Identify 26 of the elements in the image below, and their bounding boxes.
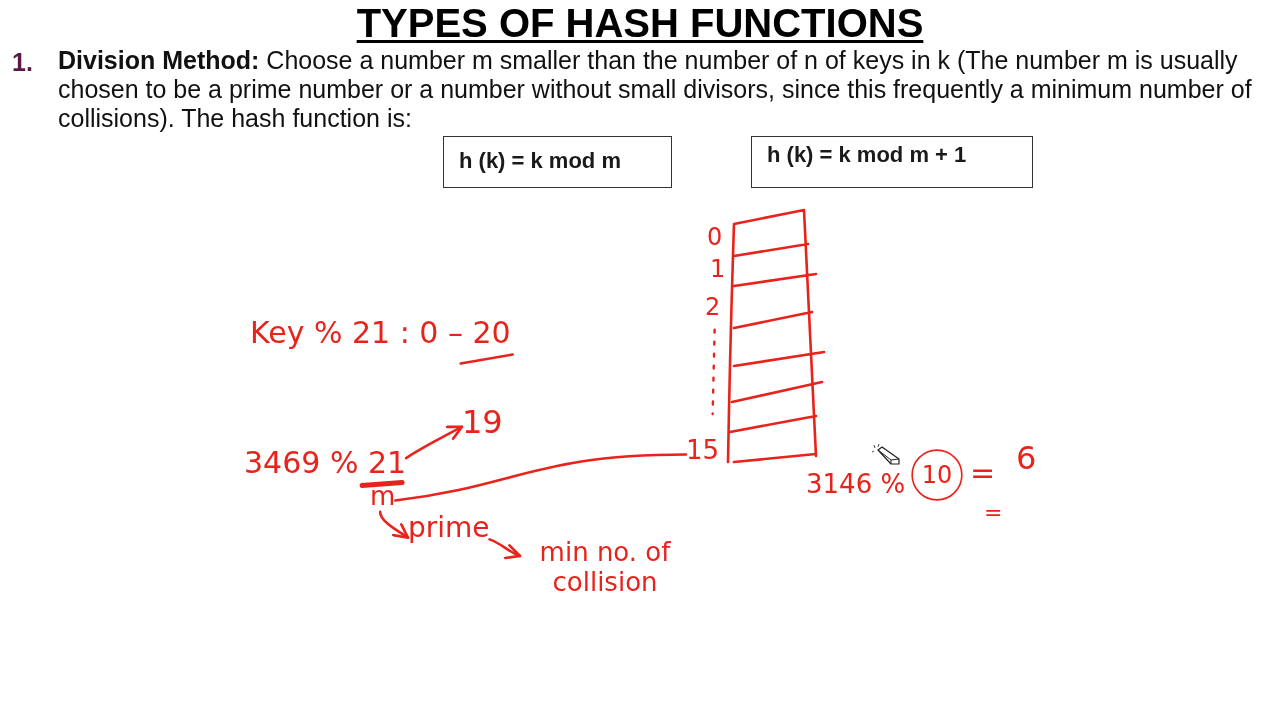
equals-sign: = <box>984 500 1003 526</box>
description-text: Division Method: Choose a number m smaller than the number of n of keys in k (The number m is usually chosen to be a prime number or a number without small divisors, since this frequently a minimum number of collisions). The hash function is: <box>58 46 1253 133</box>
connector-line <box>394 453 688 502</box>
formula-text: h (k) = k mod m <box>459 148 621 174</box>
handwritten-variable: m <box>370 482 396 512</box>
equals-sign: = <box>970 456 996 491</box>
handwritten-result: 19 <box>462 404 503 441</box>
handwritten-result: 6 <box>1016 440 1037 477</box>
arrow <box>404 425 464 460</box>
slot-index: 2 <box>705 294 721 322</box>
slot-index: 0 <box>707 224 723 252</box>
handwritten-note: min no. of collision <box>520 538 690 598</box>
handwritten-expression: 3146 % <box>806 470 906 500</box>
formula-box <box>751 136 1033 188</box>
title: TYPES OF HASH FUNCTIONS <box>356 0 924 46</box>
slot-index: 1 <box>710 256 726 284</box>
slot-index: 15 <box>686 436 720 466</box>
arrow <box>378 510 410 540</box>
formula-box <box>443 136 672 188</box>
handwritten-expression: 3469 % 21 <box>244 446 407 481</box>
circled-number: 10 <box>910 448 964 502</box>
handwritten-note: Key % 21 : 0 – 20 <box>250 316 511 351</box>
arrow <box>488 538 522 559</box>
handwritten-note: prime <box>408 512 490 545</box>
formula-text: h (k) = k mod m + 1 <box>767 142 967 168</box>
list-number: 1. <box>12 47 33 77</box>
